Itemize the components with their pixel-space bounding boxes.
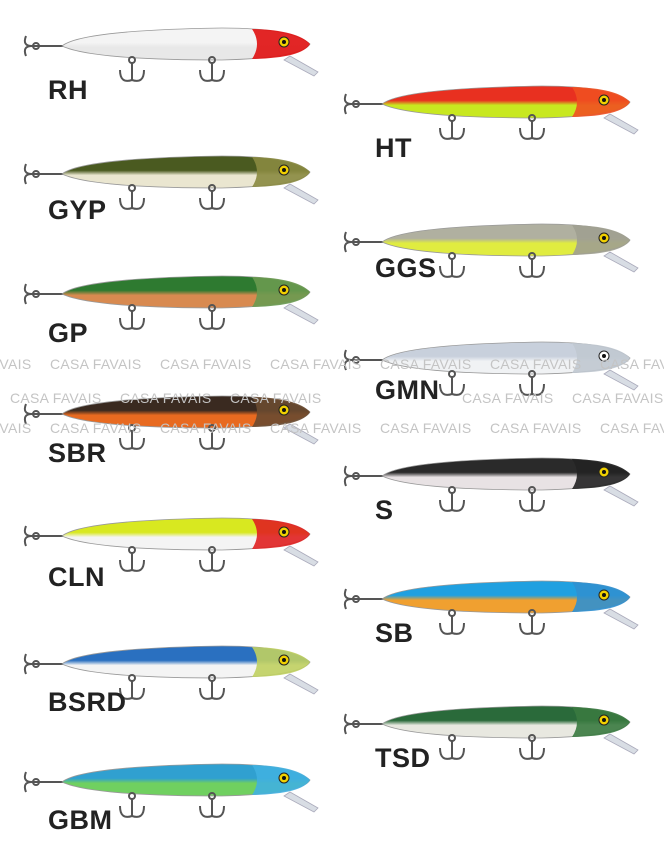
watermark-text: CASA FAVAIS	[0, 420, 32, 436]
color-code-label: S	[375, 495, 394, 525]
lure-lip	[283, 183, 319, 205]
lure-image-sbr	[22, 390, 322, 470]
tail-hook-icon	[23, 35, 64, 57]
lure-lip	[603, 369, 639, 391]
lure-lip	[283, 303, 319, 325]
tail-hook-icon	[343, 349, 384, 371]
lure-lip	[283, 423, 319, 445]
watermark-text: CASA FAVAIS	[160, 420, 252, 436]
color-code-label: RH	[48, 75, 88, 105]
treble-hook-icon	[199, 674, 225, 700]
treble-hook-icon	[519, 734, 545, 760]
tail-hook-icon	[23, 283, 64, 305]
watermark-text: CASA FAVAIS	[462, 390, 554, 406]
lure-lip	[603, 485, 639, 507]
color-code-label: GP	[48, 318, 89, 348]
color-code-label: BSRD	[48, 687, 127, 717]
lure-image-gp	[22, 270, 322, 350]
watermark-text: CASA FAVAIS	[160, 356, 252, 372]
lure-image-gyp	[22, 150, 322, 230]
treble-hook-icon	[519, 486, 545, 512]
watermark-text: CASA FAVAIS	[230, 390, 322, 406]
treble-hook-icon	[199, 184, 225, 210]
lure-lip	[283, 791, 319, 813]
color-code-label: SBR	[48, 438, 107, 468]
lure-lip	[283, 673, 319, 695]
color-code-label: TSD	[375, 743, 431, 773]
lure-image-sb	[342, 575, 642, 655]
color-code-label: GBM	[48, 805, 113, 835]
lure-image-cln	[22, 512, 322, 592]
lure-lip	[603, 608, 639, 630]
watermark-text: CASA FAVAIS	[10, 390, 102, 406]
lure-image-gmn	[342, 336, 642, 416]
tail-hook-icon	[343, 465, 384, 487]
treble-hook-icon	[519, 252, 545, 278]
lure-lip	[603, 113, 639, 135]
lure-image-gbm	[22, 758, 322, 838]
lure-lip	[283, 55, 319, 77]
treble-hook-icon	[439, 114, 465, 140]
treble-hook-icon	[439, 734, 465, 760]
treble-hook-icon	[199, 304, 225, 330]
watermark-text: CASA FAVAIS	[490, 356, 582, 372]
tail-hook-icon	[343, 588, 384, 610]
watermark-text: CASA FAVAIS	[50, 420, 142, 436]
treble-hook-icon	[199, 56, 225, 82]
watermark-text: CASA FAVAIS	[120, 390, 212, 406]
treble-hook-icon	[119, 56, 145, 82]
lure-image-tsd	[342, 700, 642, 780]
watermark-text: CASA FAVAIS	[380, 420, 472, 436]
treble-hook-icon	[119, 674, 145, 700]
treble-hook-icon	[199, 792, 225, 818]
treble-hook-icon	[199, 424, 225, 450]
treble-hook-icon	[519, 370, 545, 396]
tail-hook-icon	[23, 163, 64, 185]
watermark-text: CASA FAVAIS	[380, 356, 472, 372]
tail-hook-icon	[343, 93, 384, 115]
lure-lip	[603, 733, 639, 755]
color-code-label: CLN	[48, 562, 105, 592]
treble-hook-icon	[519, 114, 545, 140]
watermark-text: CASA FAVAIS	[490, 420, 582, 436]
treble-hook-icon	[119, 304, 145, 330]
watermark-text: CASA FAVAIS	[600, 356, 664, 372]
lure-image-ggs	[342, 218, 642, 298]
treble-hook-icon	[119, 792, 145, 818]
watermark-text: CASA FAVAIS	[572, 390, 664, 406]
watermark-text: CASA FAVAIS	[0, 356, 32, 372]
treble-hook-icon	[519, 609, 545, 635]
color-code-label: HT	[375, 133, 412, 163]
watermark-text: CASA FAVAIS	[270, 356, 362, 372]
treble-hook-icon	[439, 370, 465, 396]
lure-lip	[603, 251, 639, 273]
treble-hook-icon	[199, 546, 225, 572]
color-code-label: GYP	[48, 195, 107, 225]
lure-image-ht	[342, 80, 642, 160]
tail-hook-icon	[343, 713, 384, 735]
watermark-text: CASA FAVAIS	[50, 356, 142, 372]
treble-hook-icon	[439, 486, 465, 512]
treble-hook-icon	[119, 424, 145, 450]
tail-hook-icon	[23, 403, 64, 425]
tail-hook-icon	[23, 771, 64, 793]
treble-hook-icon	[439, 609, 465, 635]
treble-hook-icon	[439, 252, 465, 278]
lure-image-rh	[22, 22, 322, 102]
treble-hook-icon	[119, 184, 145, 210]
watermark-text: CASA FAVAIS	[270, 420, 362, 436]
tail-hook-icon	[343, 231, 384, 253]
lure-image-s	[342, 452, 642, 532]
color-code-label: GMN	[375, 375, 440, 405]
tail-hook-icon	[23, 653, 64, 675]
color-code-label: SB	[375, 618, 414, 648]
tail-hook-icon	[23, 525, 64, 547]
color-code-label: GGS	[375, 253, 437, 283]
lure-lip	[283, 545, 319, 567]
treble-hook-icon	[119, 546, 145, 572]
lure-image-bsrd	[22, 640, 322, 720]
watermark-text: CASA FAVAIS	[600, 420, 664, 436]
